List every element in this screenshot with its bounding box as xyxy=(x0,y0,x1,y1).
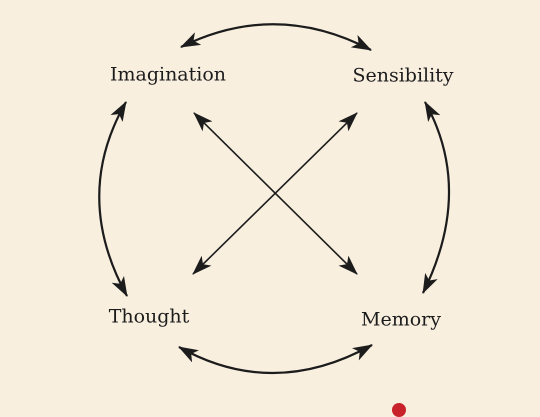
arrow-sensibility-thought xyxy=(192,112,358,275)
arrow-imagination-sensibility xyxy=(180,23,372,51)
arrow-imagination-thought xyxy=(98,101,128,297)
node-imagination: Imagination xyxy=(109,63,227,86)
node-memory: Memory xyxy=(361,308,441,331)
arrow-thought-memory xyxy=(178,344,373,375)
red-dot-mark xyxy=(392,403,406,417)
arrow-sensibility-memory xyxy=(422,101,451,294)
node-thought: Thought xyxy=(108,305,190,328)
arrows-layer xyxy=(98,23,451,375)
diagram: Imagination Sensibility Thought Memory xyxy=(98,23,454,417)
node-sensibility: Sensibility xyxy=(352,64,454,87)
